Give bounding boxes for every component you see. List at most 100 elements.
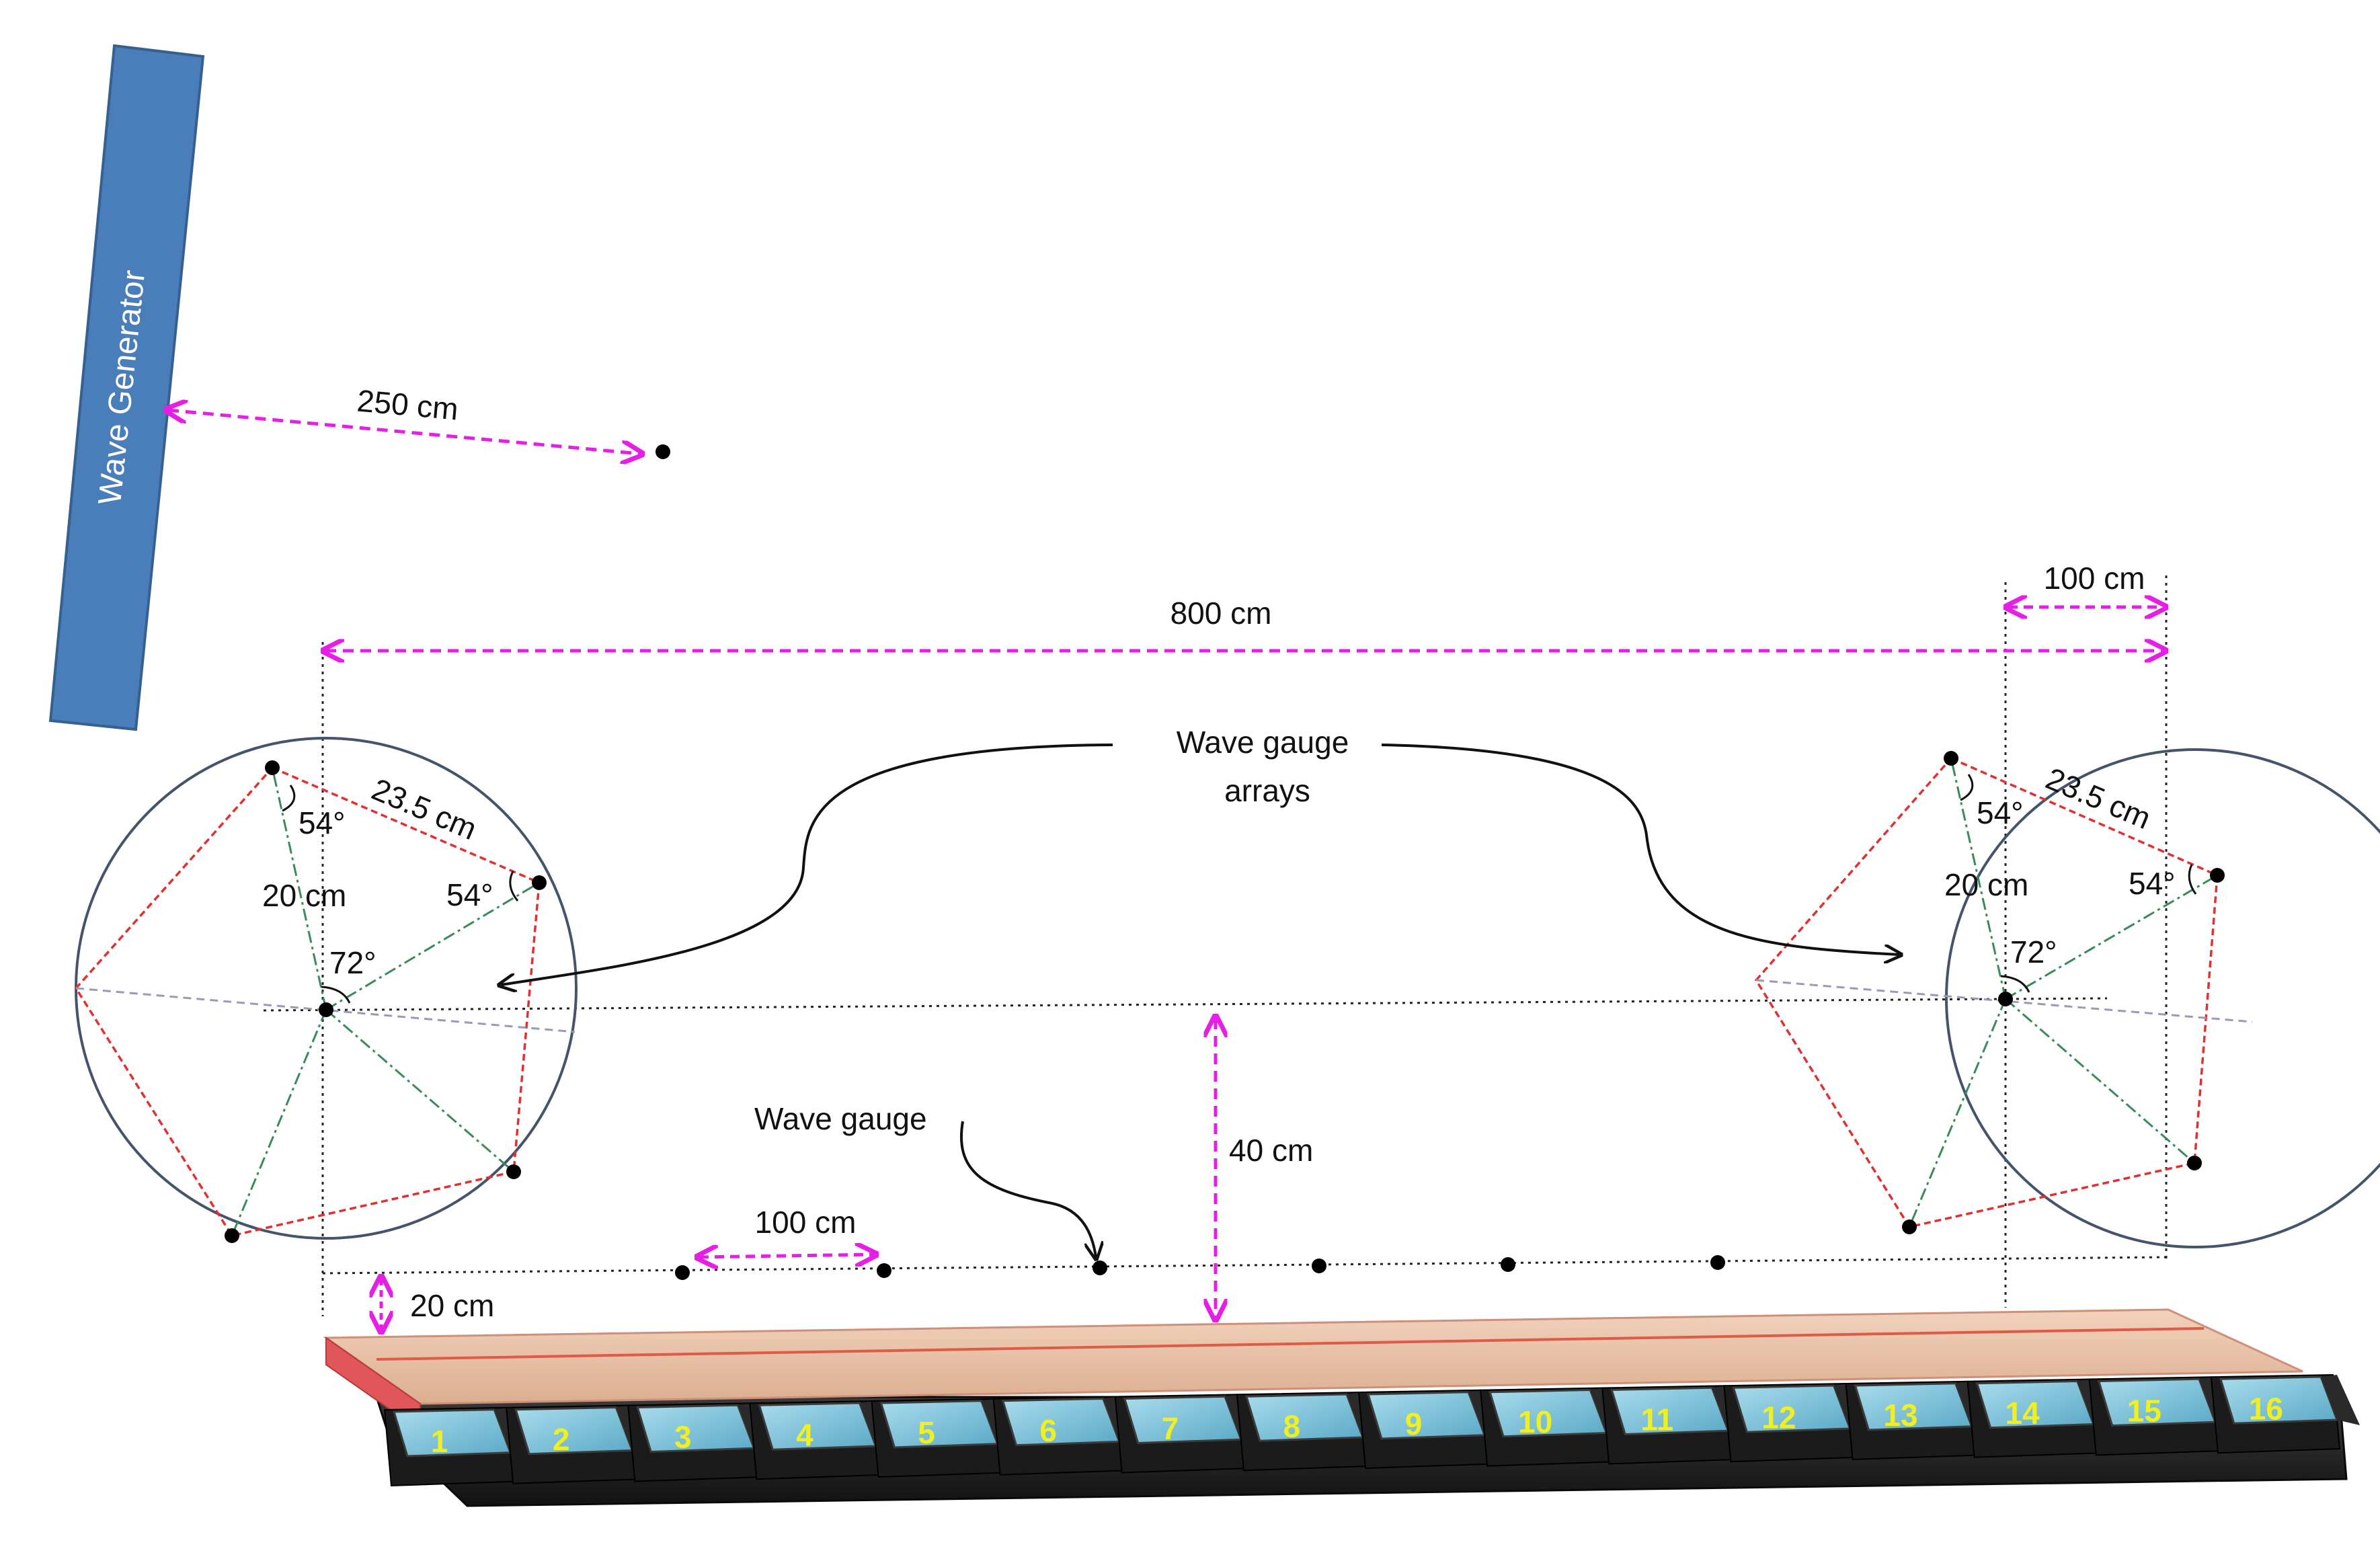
arrays-callout: Wave gauge arrays (501, 725, 1899, 985)
right-array-pentagon (1754, 756, 2219, 1228)
device-module-cell (1366, 1391, 1486, 1440)
wave-gauge-label: Wave gauge (754, 1101, 927, 1136)
left-angle-arc-c (321, 986, 351, 1004)
left-array-gauge-dot (225, 1228, 239, 1243)
device-module-label: 16 (2249, 1391, 2283, 1426)
device-module-cell (1123, 1395, 1243, 1445)
wave-generator-block (48, 44, 205, 731)
device-module-label: 12 (1761, 1400, 1796, 1435)
dimension-100cm-spacing-line (699, 1254, 874, 1257)
device-module-cell (392, 1408, 512, 1457)
right-radius-label: 20 cm (1944, 867, 2028, 902)
arrays-callout-line2: arrays (1224, 773, 1310, 808)
right-angle-label-c: 72° (2010, 934, 2057, 969)
right-angle-arc-c (2000, 975, 2030, 993)
left-array-spokes (231, 767, 540, 1236)
dimension-250cm-label: 250 cm (356, 383, 460, 427)
guide-gauge-line (322, 1256, 2171, 1275)
left-array-gauge-dot (265, 760, 280, 775)
left-array-gauge-dot (532, 875, 547, 890)
right-array-circle (1945, 748, 2380, 1248)
left-array-gauge-dot (506, 1164, 521, 1179)
right-angle-arc-b (2188, 864, 2197, 895)
dimension-20cm: 20 cm (381, 1279, 494, 1330)
dimension-40cm: 40 cm (1216, 1018, 1313, 1318)
dimension-100cm-spacing: 100 cm (699, 1205, 874, 1257)
left-side-label: 23.5 cm (367, 771, 482, 846)
device-module-label: 6 (1039, 1413, 1057, 1448)
left-angle-label-a: 54° (299, 805, 346, 840)
left-gauge-array: 23.5 cm 54° 54° 20 cm 72° (74, 737, 578, 1243)
device-module-label: 3 (674, 1420, 692, 1455)
wave-gauge-callout: Wave gauge (754, 1101, 1096, 1257)
right-spoke (1950, 758, 2007, 1000)
gauge-line-dot (1093, 1261, 1107, 1275)
dimension-800cm-label: 800 cm (1171, 596, 1272, 631)
dimension-20cm-label: 20 cm (410, 1288, 494, 1323)
left-angle-arc-a (282, 785, 296, 812)
right-spoke (2005, 998, 2195, 1164)
dimension-100cm-top: 100 cm (2008, 561, 2164, 607)
left-spoke (325, 881, 540, 1011)
left-angle-label-b: 54° (446, 877, 493, 912)
gauge-line-dot (877, 1263, 891, 1278)
guide-center-line (263, 997, 2108, 1012)
left-spoke (271, 767, 327, 1010)
guide-lines (263, 575, 2171, 1316)
arrays-callout-right-arrow (1381, 744, 1899, 955)
left-angle-arc-b (509, 871, 519, 902)
arrays-callout-line1: Wave gauge (1177, 725, 1349, 760)
right-array-gauges (1902, 751, 2225, 1234)
left-array-pentagon (74, 766, 541, 1237)
device-module-label: 4 (796, 1417, 814, 1452)
device-module-label: 2 (553, 1422, 570, 1457)
dimension-800cm: 800 cm (325, 596, 2164, 651)
device-module-cell (1244, 1393, 1365, 1442)
right-array-gauge-dot (2187, 1156, 2202, 1170)
device-module-label: 14 (2006, 1396, 2040, 1431)
device-module-cell (636, 1404, 756, 1453)
device-module-label: 9 (1405, 1406, 1423, 1441)
gauge-line-dot (675, 1265, 690, 1280)
device-module-cell (879, 1400, 999, 1449)
dimension-100cm-spacing-label: 100 cm (755, 1205, 857, 1240)
right-spoke (2005, 874, 2218, 1000)
dimension-250cm-line (168, 410, 640, 454)
right-array-gauge-dot (1902, 1220, 1917, 1234)
left-array-gauges (225, 760, 547, 1243)
right-angle-label-b: 54° (2129, 866, 2176, 901)
left-array-center-dot (319, 1002, 333, 1017)
arrays-callout-left-arrow (501, 744, 1113, 985)
device-module-label: 13 (1883, 1398, 1917, 1433)
device-module-label: 11 (1640, 1402, 1673, 1437)
right-array-center-dot (1998, 992, 2013, 1006)
right-array-spokes (1908, 758, 2218, 1228)
device-module-cell (1001, 1397, 1121, 1447)
device-module-cell (514, 1406, 634, 1455)
device-module-label: 1 (431, 1424, 448, 1459)
gauge-line-dot (1501, 1257, 1515, 1272)
dimension-40cm-label: 40 cm (1229, 1133, 1313, 1168)
gauge-line-dot (1312, 1258, 1326, 1273)
wave-gauge-arrow (959, 1121, 1096, 1257)
right-spoke (1908, 998, 2007, 1228)
device-rail-stripe (376, 1327, 2205, 1361)
device-module-divider (2321, 1375, 2360, 1425)
dimension-250cm: 250 cm (168, 383, 670, 459)
device-module-cell (758, 1402, 877, 1451)
left-angle-label-c: 72° (329, 945, 376, 980)
left-array-axis (75, 987, 576, 1033)
device-module-label: 7 (1161, 1411, 1179, 1446)
reference-gauge-dot (656, 444, 670, 459)
device-module-label: 15 (2127, 1394, 2161, 1429)
wave-generator: Wave Generator (48, 44, 205, 731)
right-side-label: 23.5 cm (2041, 760, 2156, 836)
right-array-gauge-dot (2210, 868, 2225, 883)
gauge-line-dot (1710, 1255, 1725, 1270)
right-array-gauge-dot (1944, 751, 1958, 766)
gauge-line-dots (675, 1255, 1725, 1280)
device-module-label: 8 (1283, 1408, 1301, 1443)
left-spoke (231, 1009, 327, 1236)
